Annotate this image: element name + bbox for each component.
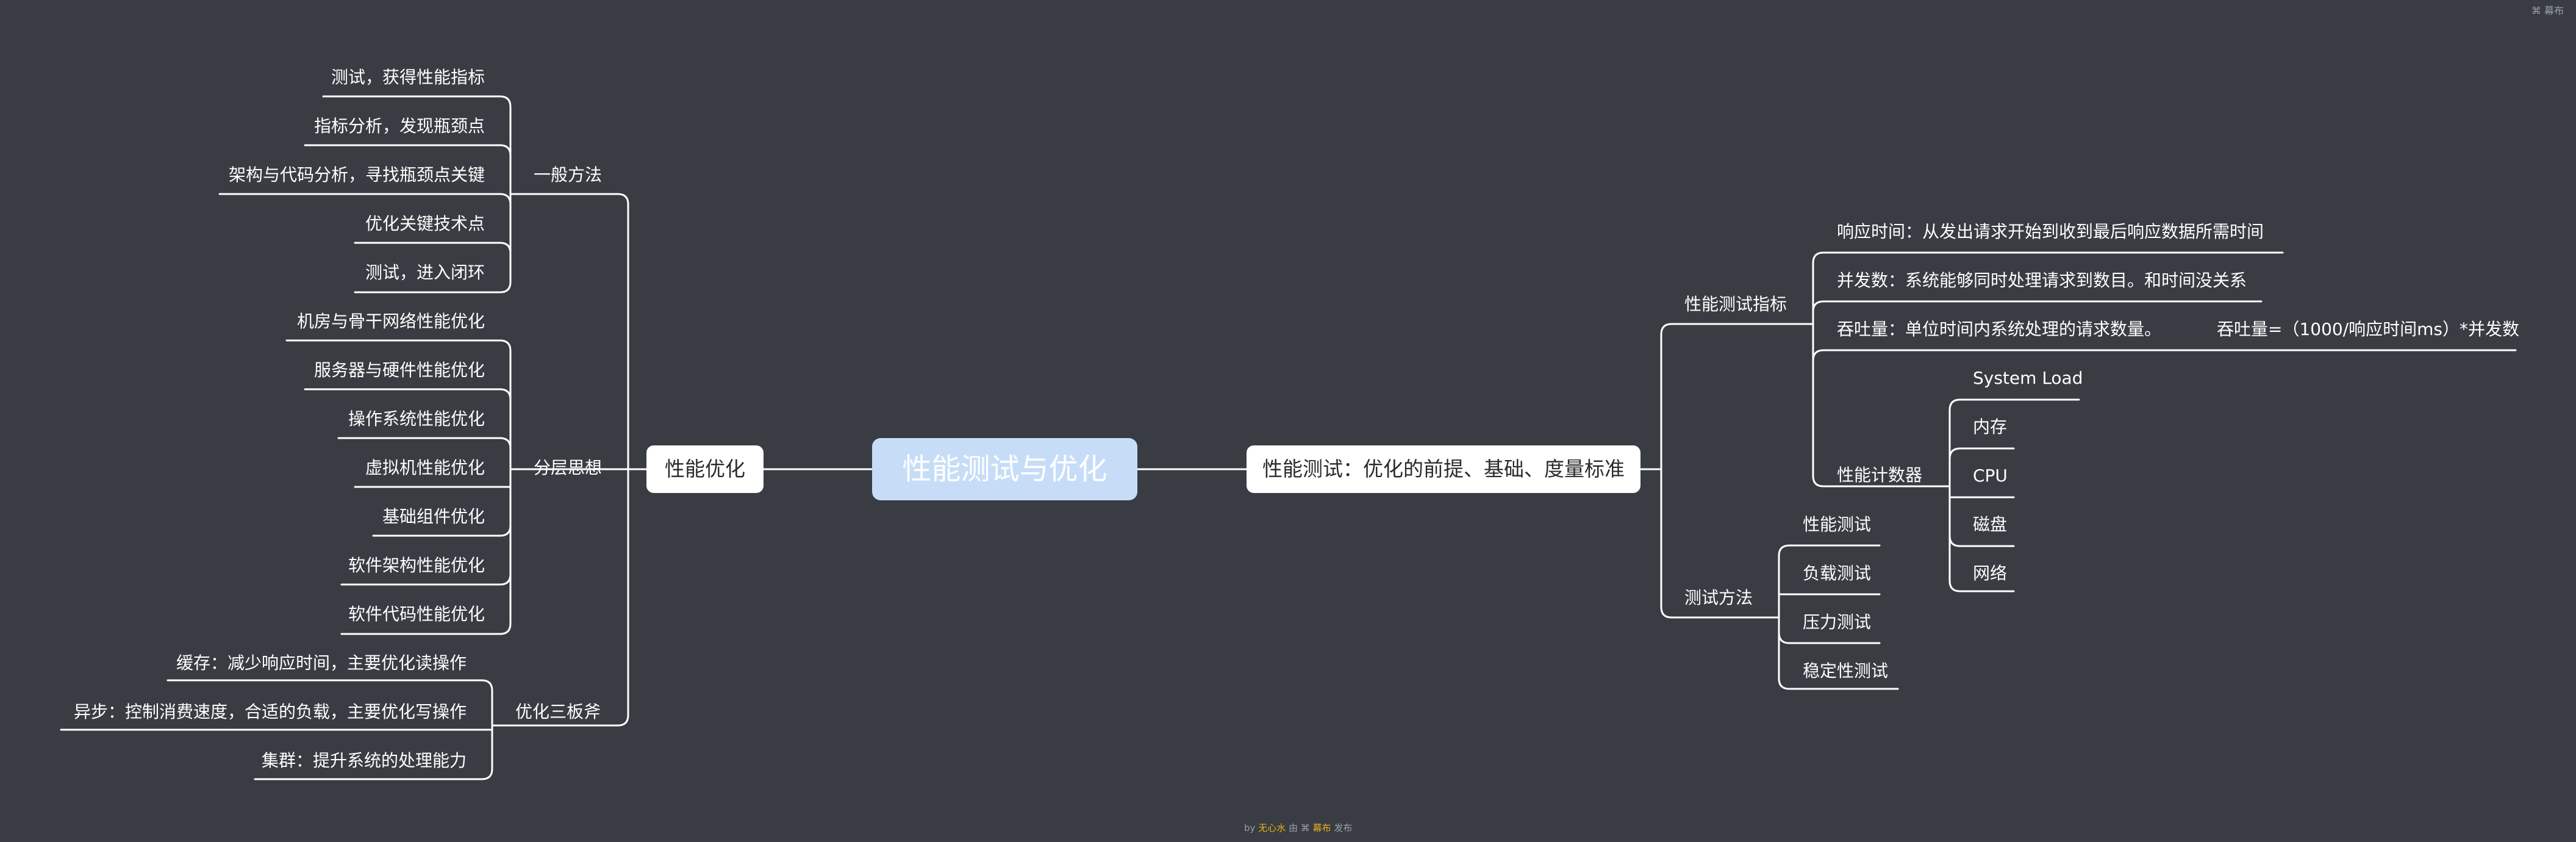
counter-system-load[interactable]: System Load (1973, 368, 2083, 388)
section-performance-counters[interactable]: 性能计数器 (1837, 465, 1923, 485)
section-three-axes[interactable]: 优化三板斧 (515, 702, 601, 722)
general-item-5[interactable]: 测试，进入闭环 (365, 262, 485, 282)
general-item-2[interactable]: 指标分析，发现瓶颈点 (313, 116, 485, 136)
three-axes-item-cluster[interactable]: 集群：提升系统的处理能力 (261, 750, 467, 771)
counter-memory[interactable]: 内存 (1973, 417, 2008, 437)
method-stability-test[interactable]: 稳定性测试 (1803, 661, 1889, 681)
three-axes-item-async[interactable]: 异步：控制消费速度，合适的负载，主要优化写操作 (73, 702, 467, 722)
metric-response-time[interactable]: 响应时间：从发出请求开始到收到最后响应数据所需时间 (1837, 221, 2264, 242)
counter-cpu[interactable]: CPU (1973, 466, 2008, 486)
topic-performance-optimization[interactable]: 性能优化 (646, 445, 764, 493)
layered-item-4[interactable]: 虚拟机性能优化 (365, 458, 485, 478)
footer-prefix: by (1244, 822, 1256, 833)
footer-via: 由 (1288, 822, 1298, 833)
section-layered-thinking[interactable]: 分层思想 (534, 458, 603, 478)
corner-brand-label: 幕布 (2544, 5, 2564, 16)
section-general-methods[interactable]: 一般方法 (534, 165, 603, 185)
central-topic[interactable]: 性能测试与优化 (872, 438, 1137, 500)
corner-brand[interactable]: ⌘ 幕布 (2531, 2, 2564, 17)
metric-throughput-formula[interactable]: 吞吐量=（1000/响应时间ms）*并发数 (2217, 319, 2520, 339)
layered-item-2[interactable]: 服务器与硬件性能优化 (313, 360, 485, 380)
general-item-4[interactable]: 优化关键技术点 (365, 214, 485, 234)
mubu-logo-icon: ⌘ (1300, 822, 1310, 833)
counter-network[interactable]: 网络 (1973, 563, 2008, 583)
layered-item-5[interactable]: 基础组件优化 (382, 506, 485, 527)
layered-item-3[interactable]: 操作系统性能优化 (348, 409, 485, 429)
mubu-logo-icon: ⌘ (2531, 5, 2541, 16)
counter-disk[interactable]: 磁盘 (1973, 514, 2008, 534)
metric-concurrency[interactable]: 并发数：系统能够同时处理请求到数目。和时间没关系 (1837, 270, 2247, 290)
layered-item-1[interactable]: 机房与骨干网络性能优化 (296, 311, 485, 331)
method-load-test[interactable]: 负载测试 (1803, 563, 1872, 583)
section-test-methods[interactable]: 测试方法 (1684, 588, 1753, 608)
general-item-3[interactable]: 架构与代码分析，寻找瓶颈点关键 (228, 165, 485, 185)
footer-author: 无心水 (1258, 822, 1286, 833)
footer-brand[interactable]: 幕布 (1312, 822, 1331, 833)
metric-throughput[interactable]: 吞吐量：单位时间内系统处理的请求数量。 (1837, 319, 2162, 339)
method-performance-test[interactable]: 性能测试 (1803, 514, 1872, 534)
general-item-1[interactable]: 测试，获得性能指标 (331, 67, 485, 87)
footer-suffix: 发布 (1334, 822, 1353, 833)
footer-credit: by 无心水 由 ⌘ 幕布 发布 (1244, 821, 1352, 834)
topic-performance-testing[interactable]: 性能测试：优化的前提、基础、度量标准 (1247, 445, 1640, 493)
layered-item-7[interactable]: 软件代码性能优化 (348, 604, 485, 624)
three-axes-item-cache[interactable]: 缓存：减少响应时间，主要优化读操作 (176, 653, 467, 673)
section-test-metrics[interactable]: 性能测试指标 (1684, 294, 1787, 314)
method-stress-test[interactable]: 压力测试 (1803, 612, 1872, 632)
layered-item-6[interactable]: 软件架构性能优化 (348, 555, 485, 575)
